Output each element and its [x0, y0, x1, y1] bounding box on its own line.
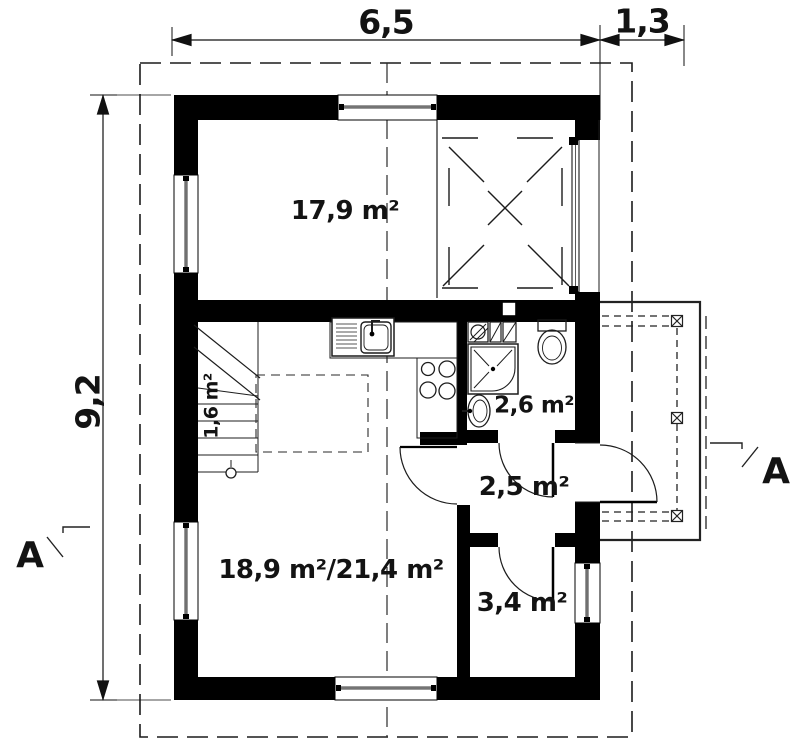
washing-machine: [467, 321, 489, 343]
furniture-dashed-outline: [255, 374, 369, 453]
terrace: [436, 120, 600, 298]
section-marker-lines: [46, 442, 759, 558]
dimension-width-porch: 1,3: [614, 1, 670, 41]
section-line-left-slash: [46, 536, 64, 558]
entry-door: [575, 442, 658, 504]
dimension-width-main: 6,5: [358, 2, 414, 42]
window-left-lower: [173, 521, 199, 621]
room-label-upper-room: 17,9 m²: [290, 196, 400, 226]
stair-newel-post: [225, 467, 237, 479]
porch-slab-outline: [600, 300, 702, 542]
toilet: [537, 319, 567, 365]
kitchen-sink: [331, 317, 395, 357]
porch: [600, 300, 707, 542]
windows: [173, 94, 601, 701]
arrow-down-icon: [96, 680, 110, 702]
terrace-edge-dashes: [442, 137, 563, 289]
shower: [467, 343, 519, 395]
arrow-left-icon: [598, 33, 620, 47]
terrace-diagonals: [442, 146, 570, 287]
door-swing-arc: [498, 546, 554, 602]
porch-posts: [670, 314, 684, 523]
bathroom-fixtures: [462, 319, 567, 428]
room-label-hall: 2,5 m²: [478, 472, 570, 502]
storage-door: [498, 546, 555, 602]
room-label-bathroom: 2,6 m²: [494, 392, 574, 419]
doors: [399, 442, 658, 602]
window-top: [337, 94, 438, 121]
room-label-living-room: 18,9 m²/21,4 m²: [218, 555, 444, 585]
chimney: [501, 301, 517, 317]
kitchen-stove: [419, 360, 456, 400]
section-line-right: [710, 442, 743, 449]
bathroom-door: [498, 442, 555, 498]
arrow-up-icon: [96, 93, 110, 115]
staircase-drawing: [193, 322, 261, 479]
arrow-right-icon: [664, 33, 686, 47]
room-label-storage: 3,4 m²: [476, 588, 568, 618]
stair-break-line: [193, 324, 261, 379]
walls: [174, 95, 600, 700]
window-right: [574, 562, 601, 624]
window-bottom: [334, 676, 438, 701]
section-line-left: [62, 526, 90, 533]
kitchen-counter-side: [416, 357, 458, 439]
kitchen: [329, 317, 458, 439]
hall-door: [399, 445, 458, 505]
room-label-staircase: 1,6 m²: [200, 373, 223, 439]
roof-outline: [139, 62, 633, 738]
terrace-glazing: [569, 137, 580, 294]
door-swing-arc: [599, 444, 658, 503]
washbasin: [462, 394, 491, 428]
arrow-right-icon: [580, 33, 602, 47]
door-swing-arc: [399, 446, 458, 505]
window-left-upper: [173, 174, 199, 274]
section-line-right-slash: [741, 446, 759, 468]
utility-cabinet: [489, 321, 517, 343]
dimension-height: 9,2: [68, 374, 108, 430]
porch-roof-dashes: [602, 315, 678, 522]
section-marker-left: A: [16, 535, 44, 576]
stair-break-line: [193, 346, 261, 401]
section-marker-right: A: [762, 451, 790, 492]
arrow-left-icon: [170, 33, 192, 47]
door-swing-arc: [498, 442, 554, 498]
